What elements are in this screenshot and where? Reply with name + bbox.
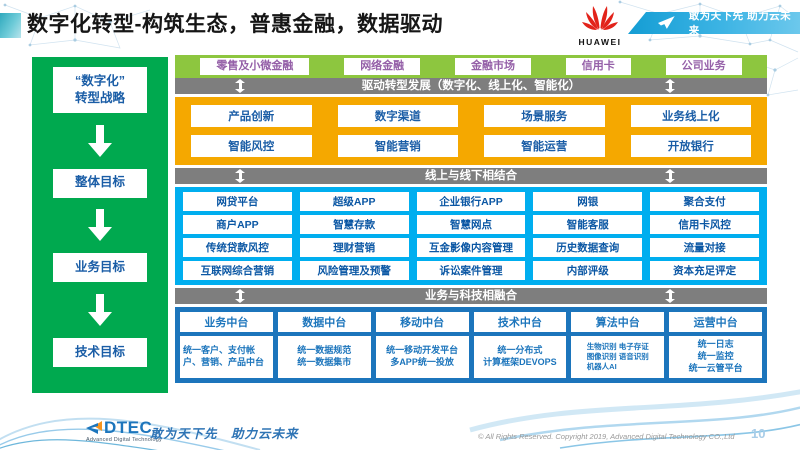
page-number: 10 (751, 426, 766, 441)
updown-arrow-icon (235, 79, 245, 93)
business-line-box: 金融市场 (454, 58, 531, 75)
platform-box: 诉讼案件管理 (416, 261, 526, 280)
transformation-box: 智能风控 (191, 135, 312, 157)
banner-slogan-text: 敢为天下先 助力云未来 (688, 10, 792, 37)
platform-box: 风险管理及预警 (299, 261, 409, 280)
business-line-box: 零售及小微金融 (200, 58, 310, 75)
platform-box: 理财营销 (299, 238, 409, 257)
band-biz-tech-label: 业务与科技相融合 (425, 290, 517, 302)
platform-box: 企业银行APP (416, 192, 526, 211)
paper-plane-icon (658, 16, 675, 29)
transformation-box: 数字渠道 (337, 105, 458, 127)
platform-box: 聚合支付 (650, 192, 759, 211)
down-arrow-icon (88, 209, 112, 242)
middle-platform-title: 移动中台 (375, 312, 469, 332)
sidebar-item-strategy: “数字化” 转型战略 (53, 67, 147, 113)
strategy-sidebar: “数字化” 转型战略 整体目标 业务目标 技术目标 (32, 57, 168, 393)
huawei-flower-icon (582, 6, 618, 30)
platform-box: 超级APP (299, 192, 409, 211)
diagram-main: 零售及小微金融 网络金融 金融市场 信用卡 公司业务 驱动转型发展（数字化、线上… (175, 55, 767, 383)
platform-box: 智慧网点 (416, 215, 526, 234)
dtec-wordmark: DTEC (104, 418, 153, 437)
digital-platform-section: 网贷平台 超级APP 企业银行APP 网银 聚合支付 商户APP 智慧存款 智慧… (175, 187, 767, 285)
dtec-subtitle: Advanced Digital Technology (86, 437, 162, 443)
platform-box: 智慧存款 (299, 215, 409, 234)
footer-slogan: 敢为天下先 助力云未来 (150, 427, 299, 441)
platform-box: 信用卡风控 (650, 215, 759, 234)
middle-platform-detail: 统一数据规范 统一数据集市 (277, 336, 371, 378)
business-line-box: 信用卡 (565, 58, 631, 75)
band-drive-transformation: 驱动转型发展（数字化、线上化、智能化） (175, 78, 767, 94)
transformation-box: 产品创新 (191, 105, 312, 127)
band-online-offline-label: 线上与线下相结合 (425, 170, 517, 182)
middle-platform-detail: 统一日志 统一监控 统一云管平台 (669, 336, 762, 378)
huawei-wordmark: HUAWEI (578, 37, 622, 47)
updown-arrow-icon (665, 289, 675, 303)
middle-platform-title: 数据中台 (277, 312, 371, 332)
platform-box: 网贷平台 (183, 192, 292, 211)
sidebar-item-business-goal: 业务目标 (53, 253, 147, 283)
business-line-box: 公司业务 (665, 58, 742, 75)
platform-box: 流量对接 (650, 238, 759, 257)
transformation-box: 开放银行 (630, 135, 751, 157)
middle-platform-title: 运营中台 (669, 312, 762, 332)
middle-platform-section: 业务中台 统一客户、支付帐户、营销、产品中台 数据中台 统一数据规范 统一数据集… (175, 307, 767, 383)
middle-platform-detail: 统一客户、支付帐户、营销、产品中台 (180, 336, 273, 378)
down-arrow-icon (88, 124, 112, 157)
updown-arrow-icon (235, 289, 245, 303)
transformation-box: 智能运营 (484, 135, 605, 157)
title-accent-square (0, 13, 21, 38)
platform-box: 内部评级 (533, 261, 643, 280)
middle-platform-detail: 统一移动开发平台 多APP统一投放 (375, 336, 469, 378)
platform-box: 智能客服 (533, 215, 643, 234)
platform-box: 传统贷款风控 (183, 238, 292, 257)
platform-box: 互联网综合营销 (183, 261, 292, 280)
platform-box: 互金影像内容管理 (416, 238, 526, 257)
middle-platform-title: 技术中台 (473, 312, 567, 332)
slide-title: 数字化转型-构筑生态，普惠金融，数据驱动 (27, 13, 443, 36)
updown-arrow-icon (235, 169, 245, 183)
huawei-logo: HUAWEI (575, 5, 625, 47)
band-online-offline: 线上与线下相结合 (175, 168, 767, 184)
middle-platform-title: 算法中台 (571, 312, 665, 332)
transformation-box: 业务线上化 (630, 105, 751, 127)
platform-box: 网银 (533, 192, 643, 211)
middle-platform-title: 业务中台 (180, 312, 273, 332)
transformation-section: 产品创新 数字渠道 场景服务 业务线上化 智能风控 智能营销 智能运营 开放银行 (175, 97, 767, 165)
business-line-box: 网络金融 (344, 58, 421, 75)
updown-arrow-icon (665, 169, 675, 183)
platform-box: 资本充足评定 (650, 261, 759, 280)
dtec-logo-icon (86, 421, 102, 434)
copyright-text: © All Rights Reserved. Copyright 2019, A… (478, 432, 735, 441)
dtec-logo: DTEC Advanced Digital Technology (86, 418, 166, 443)
platform-box: 商户APP (183, 215, 292, 234)
updown-arrow-icon (665, 79, 675, 93)
middle-platform-detail: 统一分布式 计算框架DEVOPS (473, 336, 567, 378)
band-biz-tech: 业务与科技相融合 (175, 288, 767, 304)
sidebar-item-overall-goal: 整体目标 (53, 168, 147, 198)
transformation-box: 场景服务 (484, 105, 605, 127)
slogan-banner: 敢为天下先 助力云未来 (628, 12, 800, 34)
transformation-box: 智能营销 (337, 135, 458, 157)
business-lines-row: 零售及小微金融 网络金融 金融市场 信用卡 公司业务 (175, 55, 767, 78)
down-arrow-icon (88, 294, 112, 327)
middle-platform-detail: 生物识别 电子存证 图像识别 语音识别 机器人AI (571, 336, 665, 378)
sidebar-item-tech-goal: 技术目标 (53, 337, 147, 367)
band-drive-label: 驱动转型发展（数字化、线上化、智能化） (361, 80, 581, 92)
platform-box: 历史数据查询 (533, 238, 643, 257)
